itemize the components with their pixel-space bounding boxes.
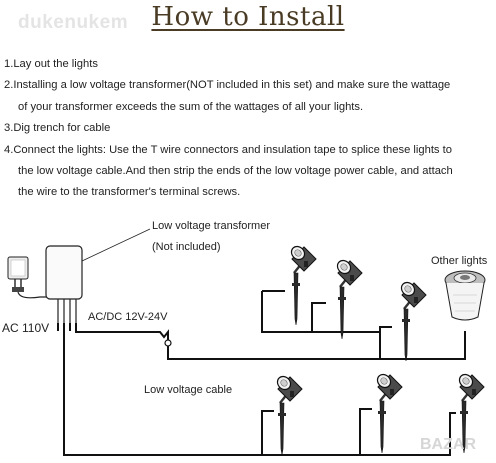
step-2-line-1: 2.Installing a low voltage transformer(N… xyxy=(4,79,451,92)
spotlight-top-3 xyxy=(397,278,428,363)
cable-label: Low voltage cable xyxy=(144,384,232,396)
cable-bottom-branch xyxy=(57,323,456,456)
cable-top-branch xyxy=(75,290,466,360)
instruction-list: 1.Lay out the lights 2.Installing a low … xyxy=(4,54,494,204)
transformer-box xyxy=(45,245,83,323)
watermark-bottom: BAZAR xyxy=(420,436,476,453)
step-4-line-3: the wire to the transformer's terminal s… xyxy=(18,186,241,199)
spotlight-bottom-1 xyxy=(273,372,304,457)
inground-light-icon xyxy=(444,270,486,321)
step-4-cont-2: the wire to the transformer's terminal s… xyxy=(4,182,494,203)
spotlight-top-2 xyxy=(333,256,364,341)
cable-end-marker xyxy=(164,339,172,347)
not-included-label: (Not included) xyxy=(152,241,220,253)
page-title: How to Install xyxy=(151,2,345,32)
transformer-label: Low voltage transformer xyxy=(152,220,270,232)
transformer-leader-line xyxy=(81,228,151,262)
watermark-top: dukenukem xyxy=(18,12,129,33)
step-1: 1.Lay out the lights xyxy=(4,54,494,75)
step-1-line-1: 1.Lay out the lights xyxy=(4,58,98,70)
other-lights-label: Other lights xyxy=(431,255,488,267)
input-voltage-label: AC 110V xyxy=(2,321,49,335)
power-plug-icon xyxy=(7,256,49,299)
spotlight-bottom-2 xyxy=(373,370,404,455)
step-4: 4.Connect the lights: Use the T wire con… xyxy=(4,140,494,161)
step-3-line-1: 3.Dig trench for cable xyxy=(4,122,111,135)
step-4-cont-1: the low voltage cable.And then strip the… xyxy=(4,161,494,182)
step-3: 3.Dig trench for cable xyxy=(4,118,494,139)
step-2-line-2: of your transformer exceeds the sum of t… xyxy=(18,100,364,113)
step-4-line-2: the low voltage cable.And then strip the… xyxy=(18,165,453,178)
step-2-cont: of your transformer exceeds the sum of t… xyxy=(4,97,494,118)
step-4-line-1: 4.Connect the lights: Use the T wire con… xyxy=(4,143,452,156)
wiring-diagram: Low voltage transformer (Not included) A… xyxy=(2,220,488,457)
step-2: 2.Installing a low voltage transformer(N… xyxy=(4,75,494,96)
output-voltage-label: AC/DC 12V-24V xyxy=(88,311,168,323)
